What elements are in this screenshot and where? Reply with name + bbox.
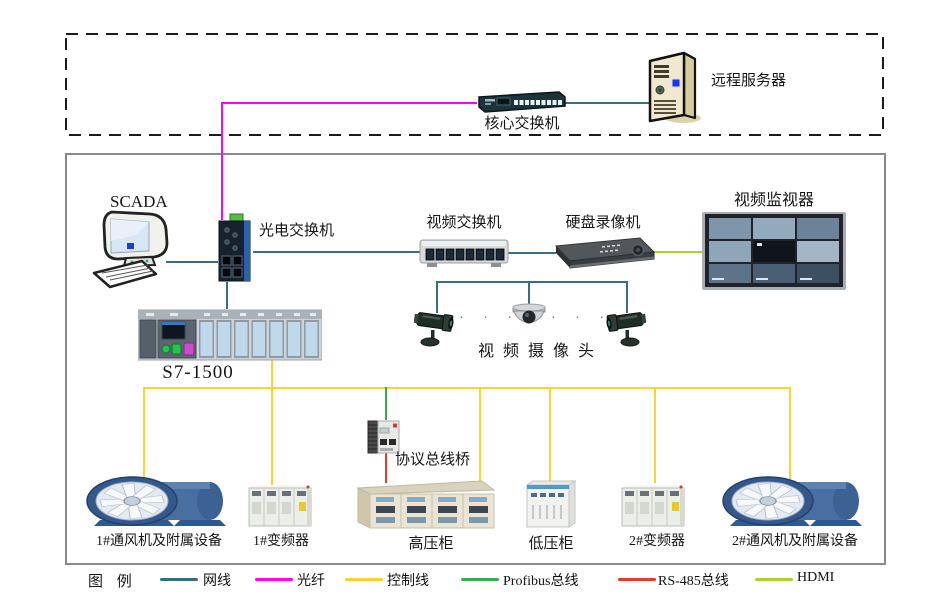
inverter-1-label: 1#变频器 <box>253 534 309 549</box>
optical-switch-icon <box>218 213 251 282</box>
camera-drop-1 <box>436 283 438 313</box>
remote-server-icon <box>648 51 701 123</box>
ctrl-drop-hv <box>479 387 481 482</box>
legend-swatch-rs485 <box>618 578 656 581</box>
video-switch-label: 视频交换机 <box>426 215 502 231</box>
lv-cabinet-label: 低压柜 <box>528 536 574 552</box>
lv-cabinet-icon <box>525 480 577 528</box>
inverter-1-icon <box>248 485 313 527</box>
legend-label-fiber: 光纤 <box>297 574 325 589</box>
plc-label: S7-1500 <box>162 362 234 383</box>
legend-swatch-control <box>345 578 383 581</box>
fan-2-icon <box>722 476 862 526</box>
legend-swatch-fiber <box>255 578 293 581</box>
line-videoswitch-dvr <box>508 252 556 254</box>
scada-computer-icon <box>92 210 169 289</box>
profibus-drop <box>385 387 387 420</box>
camera-bus <box>436 281 628 283</box>
fan-2-label: 2#通风机及附属设备 <box>732 534 858 549</box>
legend-swatch-network <box>160 578 198 581</box>
legend-label-control: 控制线 <box>387 574 429 589</box>
scada-label: SCADA <box>110 192 168 211</box>
inverter-2-label: 2#变频器 <box>629 534 685 549</box>
legend-swatch-profibus <box>461 578 499 581</box>
main-zone-border <box>65 153 886 565</box>
fiber-vertical <box>221 102 223 220</box>
fan-1-label: 1#通风机及附属设备 <box>96 534 222 549</box>
fan-1-icon <box>86 476 226 526</box>
optical-switch-label: 光电交换机 <box>259 223 335 239</box>
video-monitor-label: 视频监视器 <box>733 192 814 209</box>
dvr-label: 硬盘录像机 <box>565 215 641 231</box>
camera-drop-2 <box>528 283 530 309</box>
hv-cabinet-label: 高压柜 <box>408 536 454 552</box>
ctrl-drop-fan1 <box>143 387 145 479</box>
line-server-coreswitch <box>565 102 649 104</box>
line-dvr-monitor-hdmi <box>652 251 703 253</box>
dvr-icon <box>554 237 656 269</box>
video-monitor-icon <box>702 212 846 290</box>
legend-label-rs485: RS-485总线 <box>658 574 729 589</box>
ctrl-drop-inverter2 <box>654 387 656 483</box>
legend-label-hdmi: HDMI <box>797 570 835 585</box>
ctrl-drop-lv <box>549 387 551 482</box>
camera-dome-icon <box>512 303 546 324</box>
legend-swatch-hdmi <box>755 578 793 581</box>
plc-s7-1500-icon <box>138 309 322 361</box>
legend-label-profibus: Profibus总线 <box>503 574 579 589</box>
line-optical-videoswitch <box>253 251 420 253</box>
line-scada-opticalswitch <box>166 261 218 263</box>
camera-left-icon <box>414 312 454 347</box>
legend-title: 图 例 <box>88 574 137 590</box>
video-switch-icon <box>419 239 509 267</box>
camera-ellipsis-right: · · · <box>551 311 612 326</box>
core-switch-icon <box>478 91 566 113</box>
hv-cabinet-icon <box>356 480 496 529</box>
ctrl-drop-fan2 <box>789 387 791 479</box>
cameras-label: 视频摄像头 <box>478 343 604 360</box>
camera-drop-3 <box>626 283 628 313</box>
inverter-2-icon <box>621 485 686 527</box>
legend-label-network: 网线 <box>203 574 231 589</box>
protocol-bridge-label: 协议总线桥 <box>395 452 471 468</box>
protocol-bridge-icon <box>367 420 400 454</box>
ctrl-plc-inverter1 <box>271 360 273 485</box>
core-switch-label: 核心交换机 <box>484 116 560 132</box>
camera-ellipsis-left: · · · <box>459 311 520 326</box>
remote-server-label: 远程服务器 <box>711 73 787 89</box>
ctrl-bus <box>143 387 791 389</box>
rs485-drop <box>385 452 387 483</box>
fiber-horizontal <box>221 102 477 104</box>
line-optical-plc <box>226 282 228 309</box>
camera-right-icon <box>606 312 646 347</box>
